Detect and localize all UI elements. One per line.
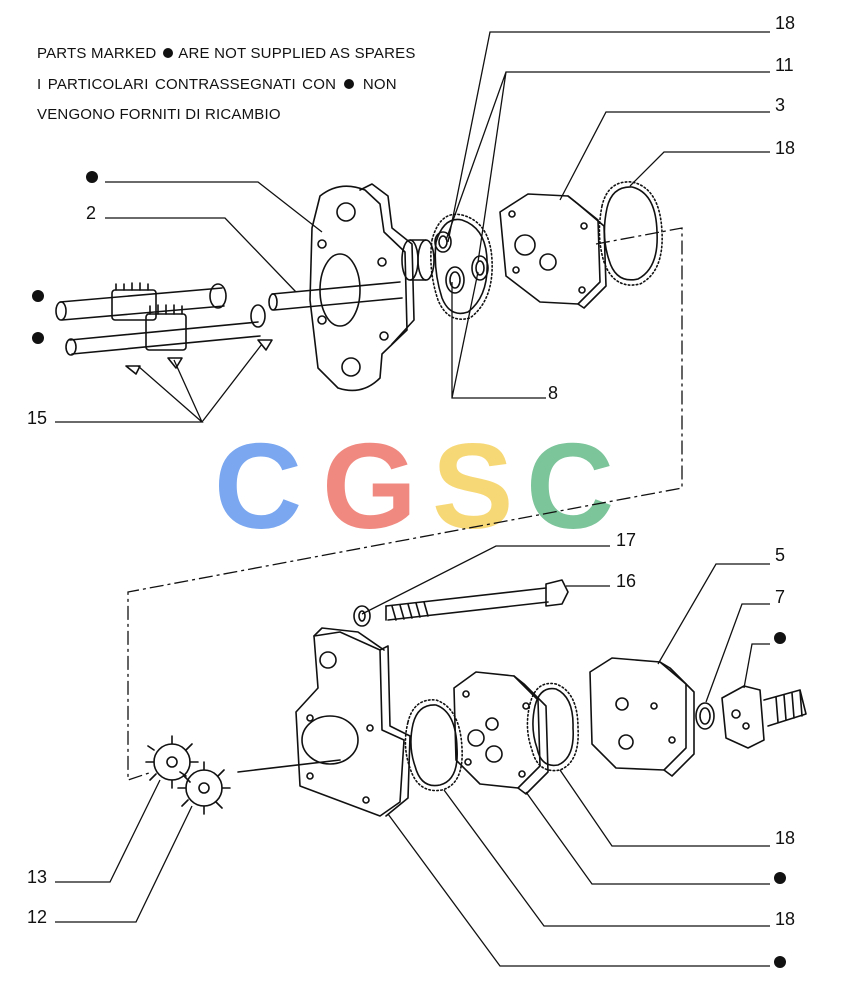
watermark-letter-s: S xyxy=(432,418,513,554)
end-fitting xyxy=(721,685,807,749)
woodruff-keys xyxy=(125,339,273,375)
callout-18-top: 18 xyxy=(775,13,796,33)
needle-bearing xyxy=(401,239,435,281)
rear-housing xyxy=(589,657,695,777)
callout-18-b: 18 xyxy=(775,138,796,158)
gear-lower xyxy=(177,761,231,815)
watermark-logo: C G S C xyxy=(214,418,614,554)
lower-plate xyxy=(453,671,549,795)
watermark-letter-c2: C xyxy=(526,418,614,554)
note-text: I PARTICOLARI CONTRASSEGNATI CON xyxy=(37,76,337,93)
gear-upper xyxy=(145,735,199,789)
bullet-marker-icon xyxy=(32,290,44,302)
alignment-line xyxy=(127,227,683,781)
bullet-marker-icon xyxy=(774,632,786,644)
bullet-marker-icon xyxy=(32,332,44,344)
bullet-marker-icon xyxy=(162,48,173,58)
note-text: NON xyxy=(362,76,397,93)
long-bolt xyxy=(385,579,569,621)
small-seal-rings xyxy=(434,231,489,294)
note-text: ARE NOT SUPPLIED AS SPARES xyxy=(178,45,416,62)
gasket-ring-upper-left xyxy=(430,213,493,320)
callout-13: 13 xyxy=(27,867,48,887)
note-text: VENGONO FORNITI DI RICAMBIO xyxy=(37,106,281,123)
pump-front-body xyxy=(309,183,415,392)
callout-5: 5 xyxy=(775,545,786,565)
watermark-letter-g: G xyxy=(322,418,417,554)
note-line-2: I PARTICOLARI CONTRASSEGNATI CON NON xyxy=(37,76,397,93)
callout-16: 16 xyxy=(616,571,637,591)
callout-7: 7 xyxy=(775,587,786,607)
bullet-marker-icon xyxy=(774,872,786,884)
pump-rear-body xyxy=(295,627,411,817)
note-text: PARTS MARKED xyxy=(37,45,157,62)
gasket-ring-upper-right xyxy=(598,181,663,286)
callout-12: 12 xyxy=(27,907,48,927)
bullet-marker-icon xyxy=(344,79,355,89)
gear-shaft-line xyxy=(237,759,341,773)
lower-gear-shaft xyxy=(65,304,266,356)
callout-15: 15 xyxy=(27,408,48,428)
intermediate-plate xyxy=(499,193,607,309)
bullet-marker-icon xyxy=(774,956,786,968)
callout-11: 11 xyxy=(775,55,794,75)
callout-18-d: 18 xyxy=(775,909,796,929)
note-line-3: VENGONO FORNITI DI RICAMBIO xyxy=(37,106,281,123)
gasket-ring-lower-right xyxy=(526,682,579,772)
bullet-marker-icon xyxy=(86,171,98,183)
not-supplied-markers xyxy=(32,171,786,968)
gasket-ring-lower-left xyxy=(404,699,463,792)
upper-gear-shaft xyxy=(55,282,227,321)
callout-18-c: 18 xyxy=(775,828,796,848)
drive-shaft xyxy=(268,281,403,311)
o-ring xyxy=(695,702,715,730)
washer xyxy=(353,605,371,627)
note-line-1: PARTS MARKED ARE NOT SUPPLIED AS SPARES xyxy=(37,45,416,62)
callout-2: 2 xyxy=(86,203,97,223)
callout-3: 3 xyxy=(775,95,786,115)
callout-17: 17 xyxy=(616,530,637,550)
leader-lines xyxy=(55,31,770,967)
watermark-letter-c1: C xyxy=(214,418,302,554)
callout-8: 8 xyxy=(548,383,559,403)
